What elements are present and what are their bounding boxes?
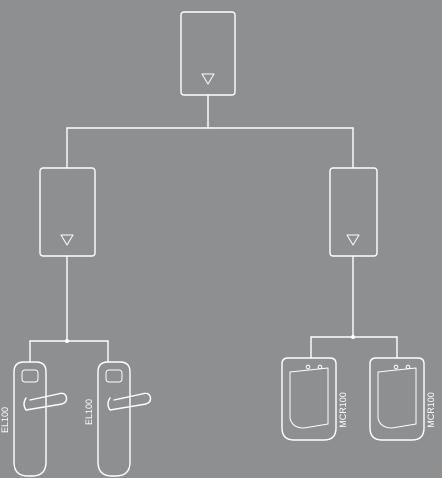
- reader-body: [281, 357, 337, 441]
- lock-body: [13, 361, 47, 477]
- led-icon: [317, 364, 323, 370]
- reader-right-label: MCR100: [426, 392, 436, 428]
- controller-box: [39, 167, 96, 257]
- led-icon: [305, 364, 311, 370]
- led-icon: [393, 364, 399, 370]
- reader-body: [369, 357, 425, 441]
- connection-lines: [29, 94, 398, 363]
- led-icon: [405, 364, 411, 370]
- lock-cylinder: [21, 369, 39, 383]
- triangle-down-icon: [60, 234, 74, 246]
- lock-right-label: EL100: [84, 399, 94, 425]
- lock-cylinder: [105, 369, 123, 383]
- controller-right: [329, 167, 378, 257]
- lock-handle: [23, 392, 68, 411]
- reader-face: [377, 367, 417, 429]
- card-reader-right: MCR100: [369, 357, 436, 441]
- reader-face: [289, 367, 329, 429]
- door-lock-left: EL100: [0, 361, 68, 477]
- lock-left-label: EL100: [0, 407, 10, 433]
- controller-top: [180, 11, 236, 96]
- triangle-down-icon: [201, 73, 215, 85]
- card-reader-left: MCR100: [281, 357, 348, 441]
- controller-box: [180, 11, 236, 96]
- reader-left-label: MCR100: [338, 392, 348, 428]
- triangle-down-icon: [346, 234, 360, 246]
- lock-handle: [107, 392, 152, 411]
- controller-left: [39, 167, 96, 257]
- lock-body: [97, 361, 131, 477]
- door-lock-right: EL100: [84, 361, 152, 477]
- controller-box: [329, 167, 378, 257]
